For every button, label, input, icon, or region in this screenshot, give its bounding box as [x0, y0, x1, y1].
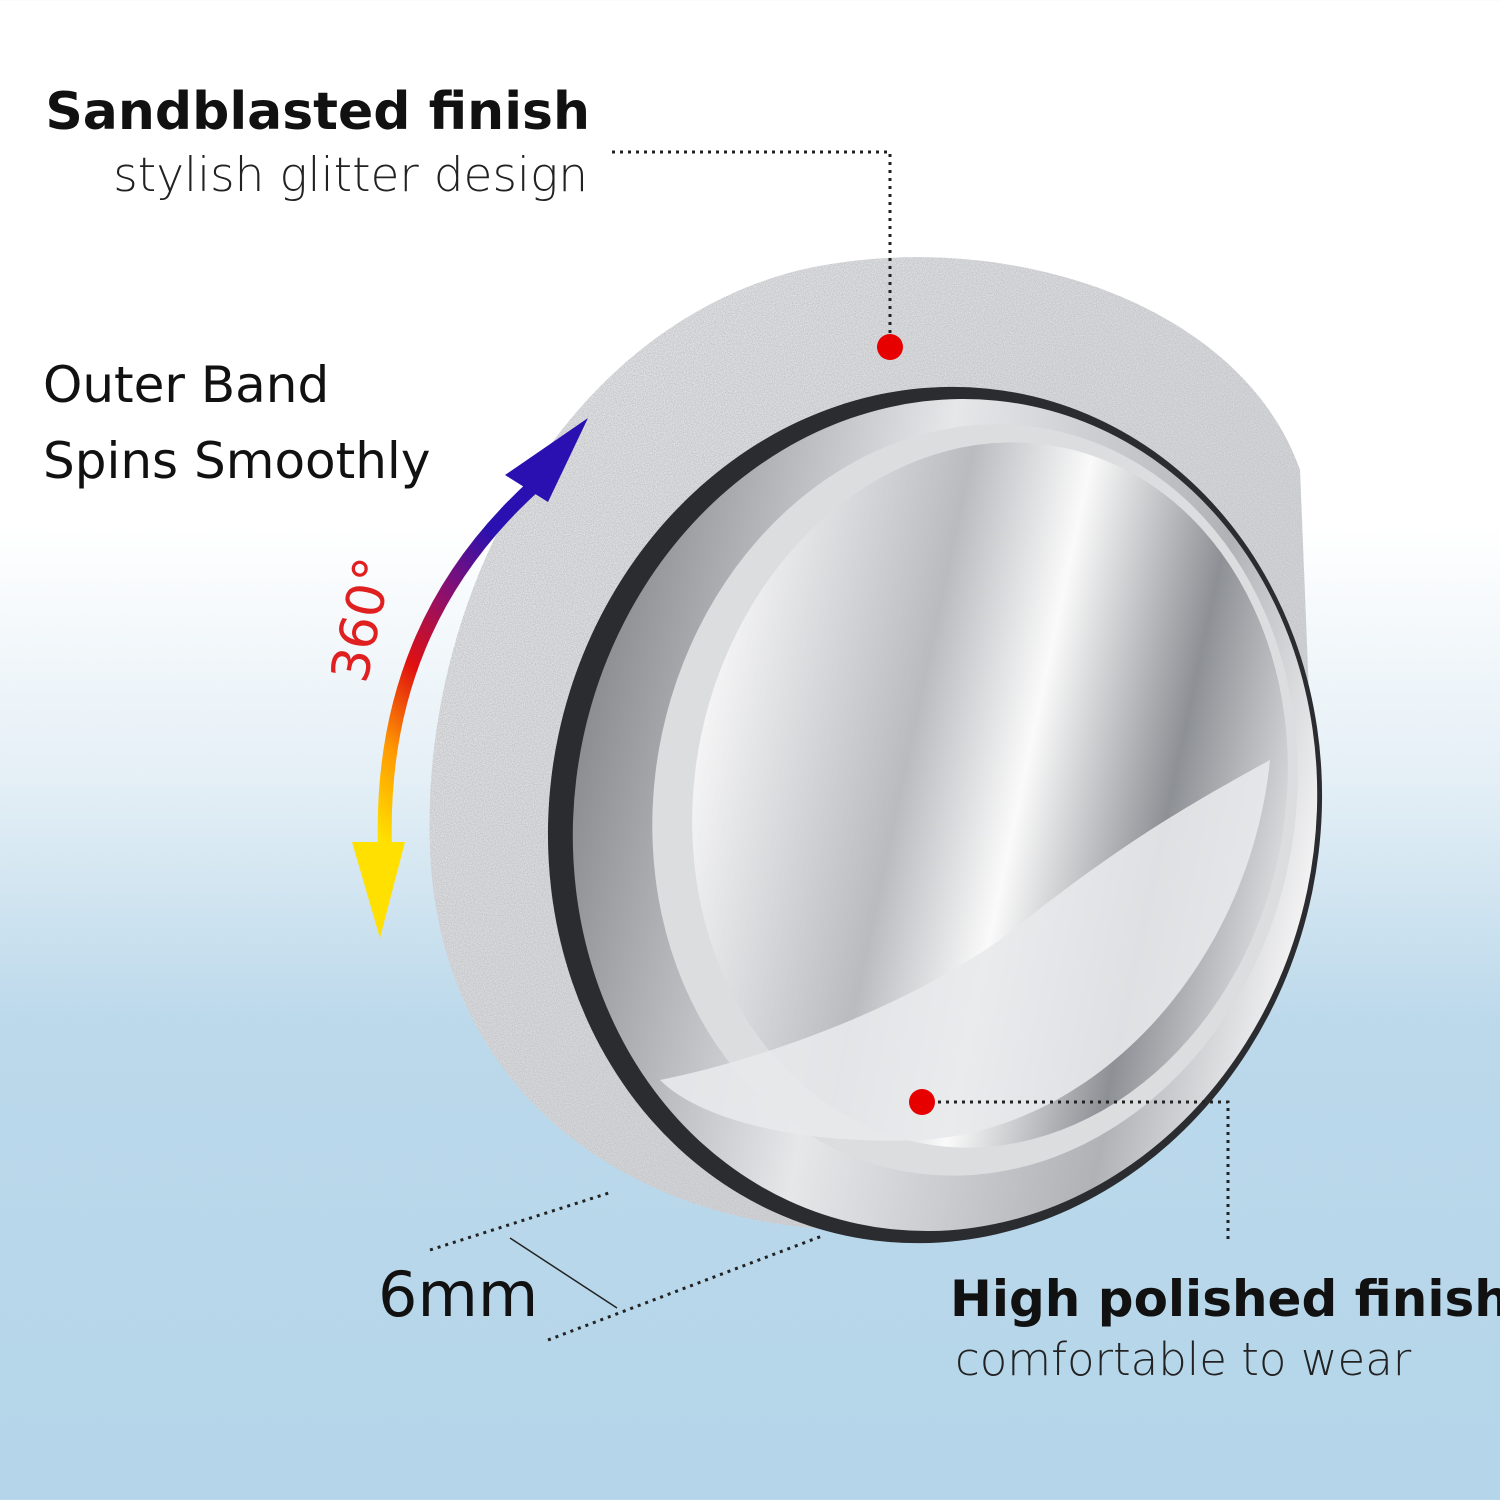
red-dot-icon — [877, 334, 903, 360]
curved-double-arrow-icon — [352, 418, 588, 938]
spin-line1: Outer Band — [43, 356, 330, 414]
width-label: 6mm — [378, 1258, 539, 1331]
ring-inner-surface — [660, 442, 1288, 1148]
leader-lines — [429, 150, 1230, 1342]
polished-subtitle: comfortable to wear — [955, 1333, 1412, 1386]
polished-title: High polished finish — [950, 1270, 1500, 1328]
sandblasted-subtitle: stylish glitter design — [113, 148, 588, 203]
sandblasted-title: Sandblasted finish — [45, 82, 590, 142]
red-dot-icon — [909, 1089, 935, 1115]
width-indicator-line — [509, 1237, 618, 1309]
spin-line2: Spins Smoothly — [43, 432, 431, 490]
